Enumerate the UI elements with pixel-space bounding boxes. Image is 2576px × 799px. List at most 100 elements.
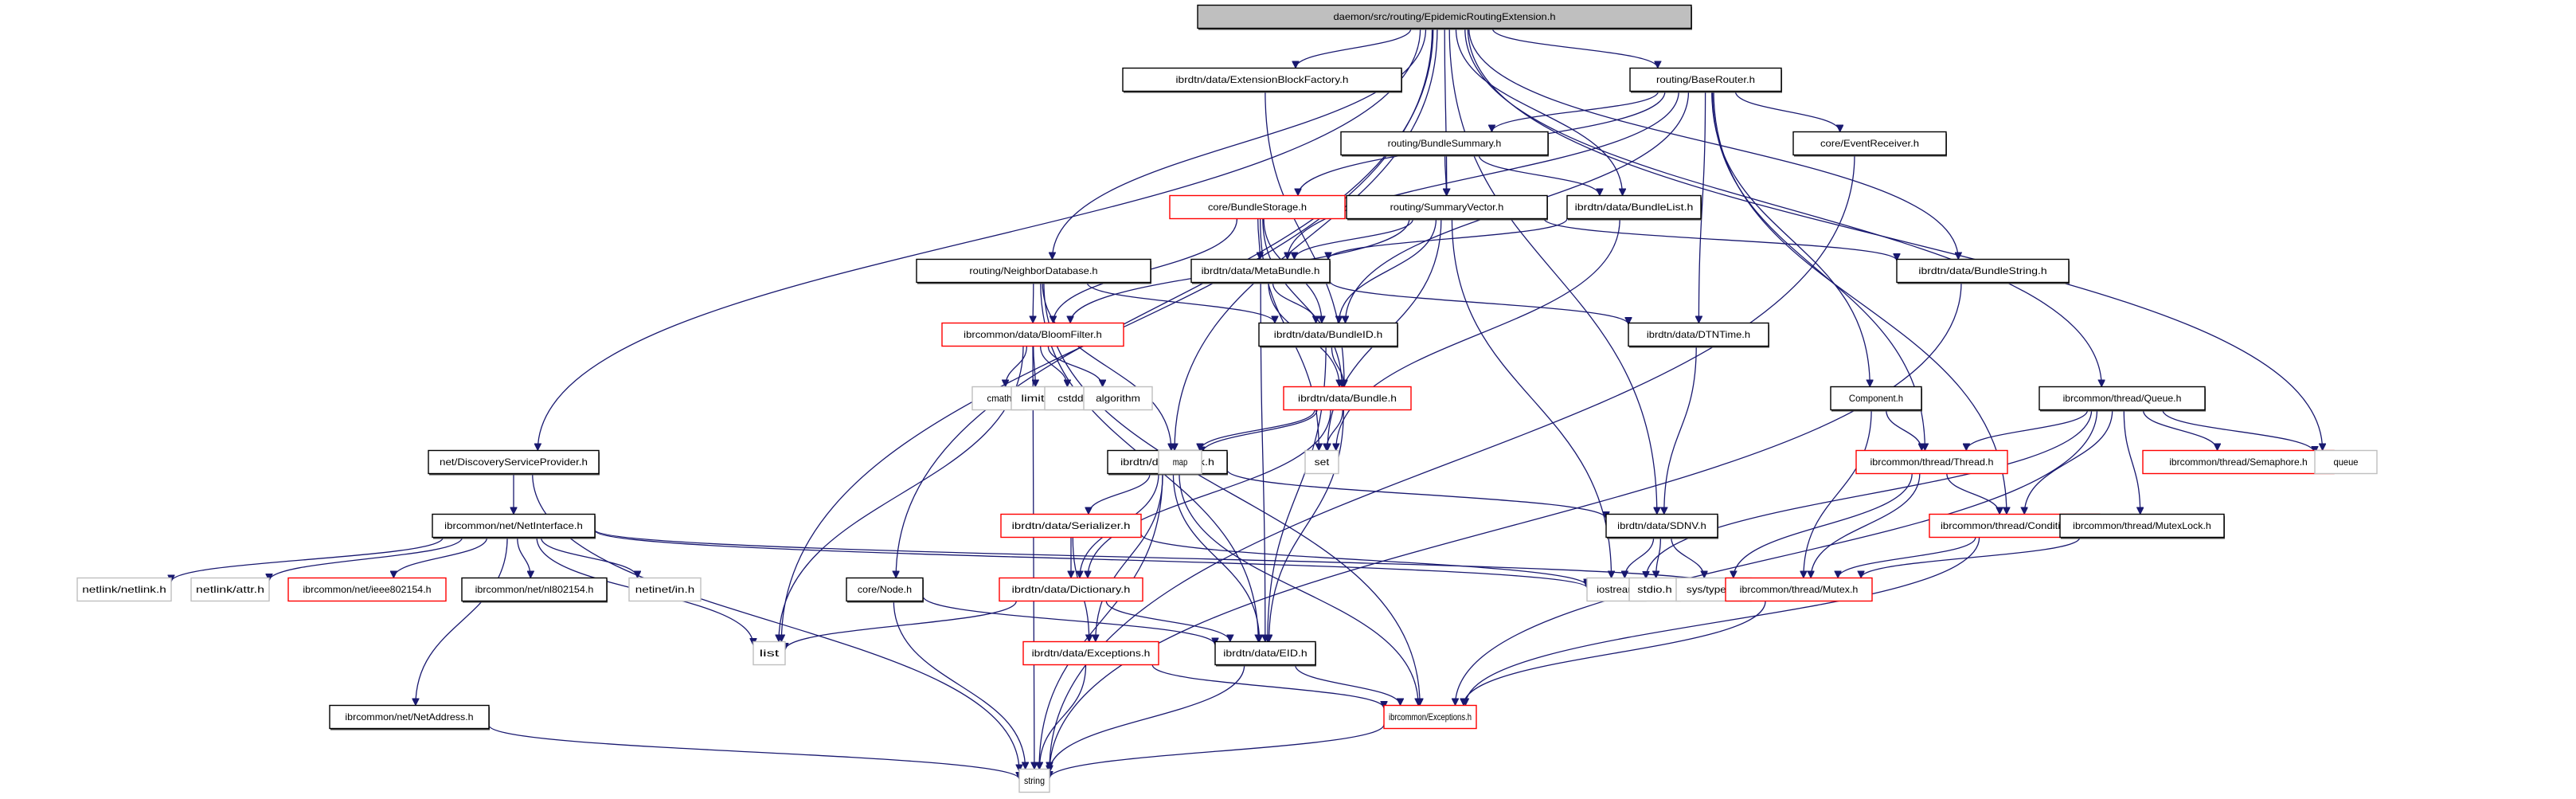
edge-neighbordb-to-map xyxy=(1042,282,1171,451)
edge-thread-to-conditional xyxy=(1946,473,1999,515)
edge-queue_h-to-mutexlock xyxy=(2123,409,2140,515)
node-box xyxy=(628,577,702,602)
edge-thread-to-mutex xyxy=(1811,473,1921,578)
node-box xyxy=(461,577,608,602)
node-ibrdtn-data-eid-h[interactable]: ibrdtn/data/EID.h xyxy=(1214,640,1316,667)
edge-bundle-to-eid xyxy=(1269,409,1344,642)
node-ibrcommon-net-nl802154-h[interactable]: ibrcommon/net/nl802154.h xyxy=(461,577,608,603)
node-ibrcommon-thread-mutex-h[interactable]: ibrcommon/thread/Mutex.h xyxy=(1725,577,1873,602)
node-net-discoveryserviceprovider-h[interactable]: net/DiscoveryServiceProvider.h xyxy=(428,449,600,476)
node-ibrdtn-data-exceptions-h[interactable]: ibrdtn/data/Exceptions.h xyxy=(1022,640,1159,666)
node-ibrcommon-thread-queue-h[interactable]: ibrcommon/thread/Queue.h xyxy=(2039,386,2206,412)
node-box xyxy=(1000,513,1142,539)
edge-root-to-sdnv xyxy=(1448,28,1657,515)
edge-neighbordb-to-bloomfilter xyxy=(1033,282,1034,323)
node-ibrdtn-data-extensionblockfactory-h[interactable]: ibrdtn/data/ExtensionBlockFactory.h xyxy=(1122,67,1402,93)
node-box xyxy=(1629,67,1782,92)
node-box xyxy=(941,322,1124,347)
node-label: ibrcommon/thread/Conditional.h xyxy=(1941,520,2089,531)
node-box xyxy=(916,258,1151,284)
node-ibrcommon-data-bloomfilter-h[interactable]: ibrcommon/data/BloomFilter.h xyxy=(941,322,1124,347)
node-component-h[interactable]: Component.h xyxy=(1830,386,1922,412)
node-ibrdtn-data-sdnv-h[interactable]: ibrdtn/data/SDNV.h xyxy=(1605,513,1718,539)
node-ibrcommon-thread-thread-h[interactable]: ibrcommon/thread/Thread.h xyxy=(1855,449,2008,475)
node-label: ibrdtn/data/BundleString.h xyxy=(1918,265,2046,276)
node-box xyxy=(76,577,172,602)
node-box xyxy=(1158,449,1202,475)
node-box xyxy=(846,577,924,602)
edge-bloomfilter-to-algorithm xyxy=(1047,346,1102,387)
node-algorithm: algorithm xyxy=(1083,386,1153,411)
edge-baserouter-to-eventreceiver xyxy=(1734,91,1839,132)
node-label: ibrdtn/data/Serializer.h xyxy=(1012,520,1131,531)
node-ibrdtn-data-bundle-h[interactable]: ibrdtn/data/Bundle.h xyxy=(1283,386,1412,411)
node-label: netlink/attr.h xyxy=(196,584,264,595)
node-daemon-src-routing-epidemicroutingextension-h[interactable]: daemon/src/routing/EpidemicRoutingExtens… xyxy=(1197,4,1692,30)
edge-netinterface-to-mutex xyxy=(594,529,1726,586)
edge-eid-to-exceptions xyxy=(1294,664,1401,706)
edge-bundlestorage-to-metabundle xyxy=(1258,218,1261,260)
node-box xyxy=(1605,513,1718,539)
node-routing-summaryvector-h[interactable]: routing/SummaryVector.h xyxy=(1346,194,1548,221)
node-netinet-in-h: netinet/in.h xyxy=(628,577,702,602)
node-ibrdtn-data-dtntime-h[interactable]: ibrdtn/data/DTNTime.h xyxy=(1628,322,1769,348)
edge-mutexlock-to-mutex xyxy=(1861,537,2081,578)
edge-block-to-string xyxy=(1039,473,1163,770)
edge-root-to-summaryvector xyxy=(1444,28,1447,196)
edge-node-to-eid xyxy=(922,595,1215,645)
node-core-node-h[interactable]: core/Node.h xyxy=(846,577,924,603)
node-ibrdtn-data-bundleid-h[interactable]: ibrdtn/data/BundleID.h xyxy=(1258,322,1398,348)
node-routing-bundlesummary-h[interactable]: routing/BundleSummary.h xyxy=(1340,131,1549,157)
node-ibrdtn-data-bundlestring-h[interactable]: ibrdtn/data/BundleString.h xyxy=(1896,258,2070,284)
edge-root-to-discovery xyxy=(537,28,1421,451)
edge-bundlesummary-to-summaryvector xyxy=(1445,155,1447,196)
node-routing-baserouter-h[interactable]: routing/BaseRouter.h xyxy=(1629,67,1782,93)
node-label: core/Node.h xyxy=(858,584,912,595)
node-routing-neighbordatabase-h[interactable]: routing/NeighborDatabase.h xyxy=(916,258,1151,284)
node-label: net/DiscoveryServiceProvider.h xyxy=(440,456,588,468)
node-netlink-netlink-h: netlink/netlink.h xyxy=(76,577,172,602)
node-ibrcommon-exceptions-h[interactable]: ibrcommon/Exceptions.h xyxy=(1383,704,1477,730)
node-label: ibrcommon/thread/Queue.h xyxy=(2063,393,2182,404)
node-box xyxy=(1169,194,1346,220)
node-ibrdtn-data-dictionary-h[interactable]: ibrdtn/data/Dictionary.h xyxy=(999,577,1143,602)
edge-root-to-baserouter xyxy=(1491,28,1658,69)
edge-bundlesummary-to-bundlelist xyxy=(1478,155,1600,196)
node-label: ibrcommon/net/NetInterface.h xyxy=(444,520,583,531)
node-ibrcommon-net-ieee802154-h[interactable]: ibrcommon/net/ieee802154.h xyxy=(287,577,447,602)
edge-queue_h-to-conditional xyxy=(2024,409,2113,515)
node-label: ibrdtn/data/Exceptions.h xyxy=(1032,648,1151,659)
edge-bundlestring-to-string xyxy=(1050,282,1962,773)
edge-bloomfilter-to-cstddef xyxy=(1039,346,1068,387)
edge-bundleid-to-bundle xyxy=(1331,346,1343,387)
node-ibrdtn-data-serializer-h[interactable]: ibrdtn/data/Serializer.h xyxy=(1000,513,1142,539)
node-label: routing/NeighborDatabase.h xyxy=(969,265,1097,276)
edge-summaryvector-to-iostream xyxy=(1451,218,1611,578)
node-box xyxy=(2039,386,2206,411)
edge-eid-to-string xyxy=(1050,664,1245,773)
node-box xyxy=(1304,449,1339,475)
edge-dictionary-to-eid xyxy=(1105,601,1230,642)
node-label: ibrdtn/data/EID.h xyxy=(1223,648,1307,659)
node-label: queue xyxy=(2334,456,2359,468)
node-list: list xyxy=(752,640,786,666)
edge-queue_h-to-thread xyxy=(1966,409,2089,451)
node-label: routing/BundleSummary.h xyxy=(1388,138,1502,149)
node-ibrcommon-net-netinterface-h[interactable]: ibrcommon/net/NetInterface.h xyxy=(432,513,596,539)
node-label: ibrdtn/data/ExtensionBlockFactory.h xyxy=(1176,74,1349,85)
node-ibrcommon-thread-mutexlock-h[interactable]: ibrcommon/thread/MutexLock.h xyxy=(2059,513,2225,539)
node-ibrdtn-data-bundlelist-h[interactable]: ibrdtn/data/BundleList.h xyxy=(1566,194,1702,221)
node-box xyxy=(999,577,1143,602)
edge-summaryvector-to-bundlestring xyxy=(1543,218,1897,261)
node-ibrdtn-data-metabundle-h[interactable]: ibrdtn/data/MetaBundle.h xyxy=(1190,258,1331,284)
edge-block-to-eid xyxy=(1172,473,1259,642)
node-ibrcommon-thread-semaphore-h[interactable]: ibrcommon/thread/Semaphore.h xyxy=(2142,449,2335,475)
node-ibrcommon-net-netaddress-h[interactable]: ibrcommon/net/NetAddress.h xyxy=(329,704,490,730)
edge-root-to-queue_h xyxy=(1464,28,2101,387)
node-core-eventreceiver-h[interactable]: core/EventReceiver.h xyxy=(1792,131,1947,157)
edge-conditional-to-exceptions xyxy=(1465,537,1980,706)
node-label: ibrdtn/data/BundleID.h xyxy=(1274,329,1382,340)
node-core-bundlestorage-h[interactable]: core/BundleStorage.h xyxy=(1169,194,1346,220)
node-box xyxy=(1018,768,1050,793)
